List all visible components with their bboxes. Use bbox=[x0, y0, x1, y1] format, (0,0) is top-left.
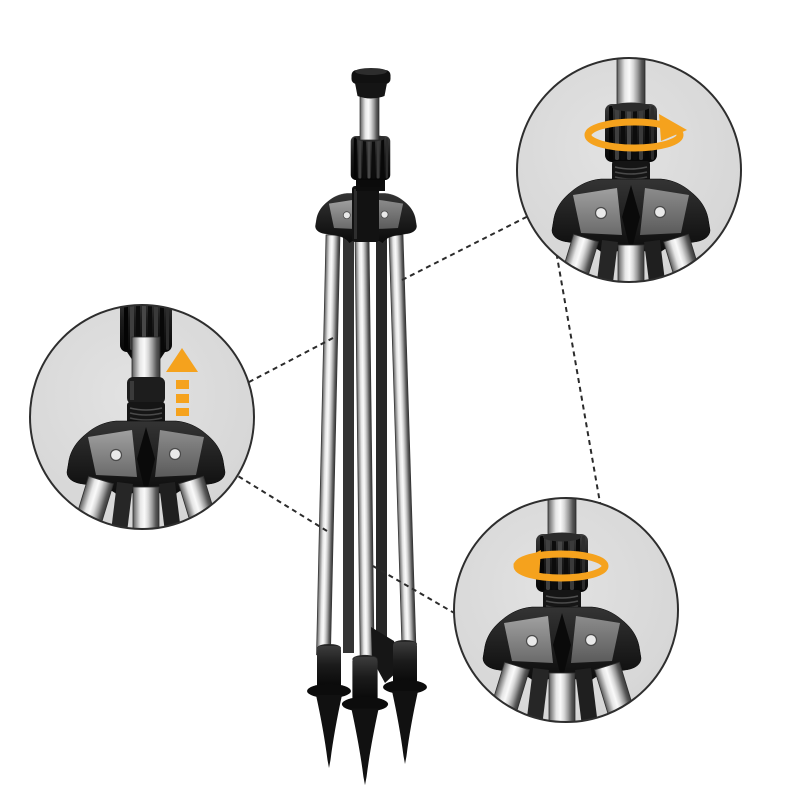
telescopic-pole bbox=[359, 94, 380, 141]
pole-clamp-highlight bbox=[354, 189, 357, 239]
main-tripod bbox=[307, 68, 427, 786]
callout-twist-loosen bbox=[453, 497, 679, 723]
telescopic-pole-zoom bbox=[616, 58, 646, 109]
callout-ring bbox=[29, 304, 255, 530]
twist-lock-knob-zoom bbox=[605, 102, 657, 171]
callout-twist-tighten bbox=[516, 57, 742, 283]
connector-line bbox=[224, 467, 328, 532]
rotate-counterclockwise-arrow-icon bbox=[513, 550, 609, 582]
pole-clamp bbox=[352, 186, 379, 242]
connector-line bbox=[372, 565, 476, 626]
rubber-top-cap bbox=[351, 68, 391, 99]
extend-up-arrow-icon bbox=[166, 348, 198, 416]
rear-leg-shadow bbox=[376, 237, 387, 651]
connector-line bbox=[229, 337, 334, 393]
twist-lock-knob bbox=[350, 134, 391, 187]
rubber-collar-highlight bbox=[130, 381, 134, 400]
connector-line bbox=[554, 244, 604, 521]
telescopic-pole-zoom bbox=[131, 336, 161, 382]
callout-height-extension bbox=[29, 304, 255, 530]
callout-ring bbox=[453, 497, 679, 723]
threaded-collar-zoom bbox=[126, 401, 166, 425]
rotate-clockwise-arrow-icon bbox=[584, 114, 687, 152]
rear-leg-shadow bbox=[343, 237, 354, 653]
leg-bracket bbox=[371, 627, 400, 683]
telescopic-pole-zoom bbox=[547, 498, 577, 539]
rubber-collar-zoom bbox=[127, 377, 165, 404]
callout-ring bbox=[516, 57, 742, 283]
